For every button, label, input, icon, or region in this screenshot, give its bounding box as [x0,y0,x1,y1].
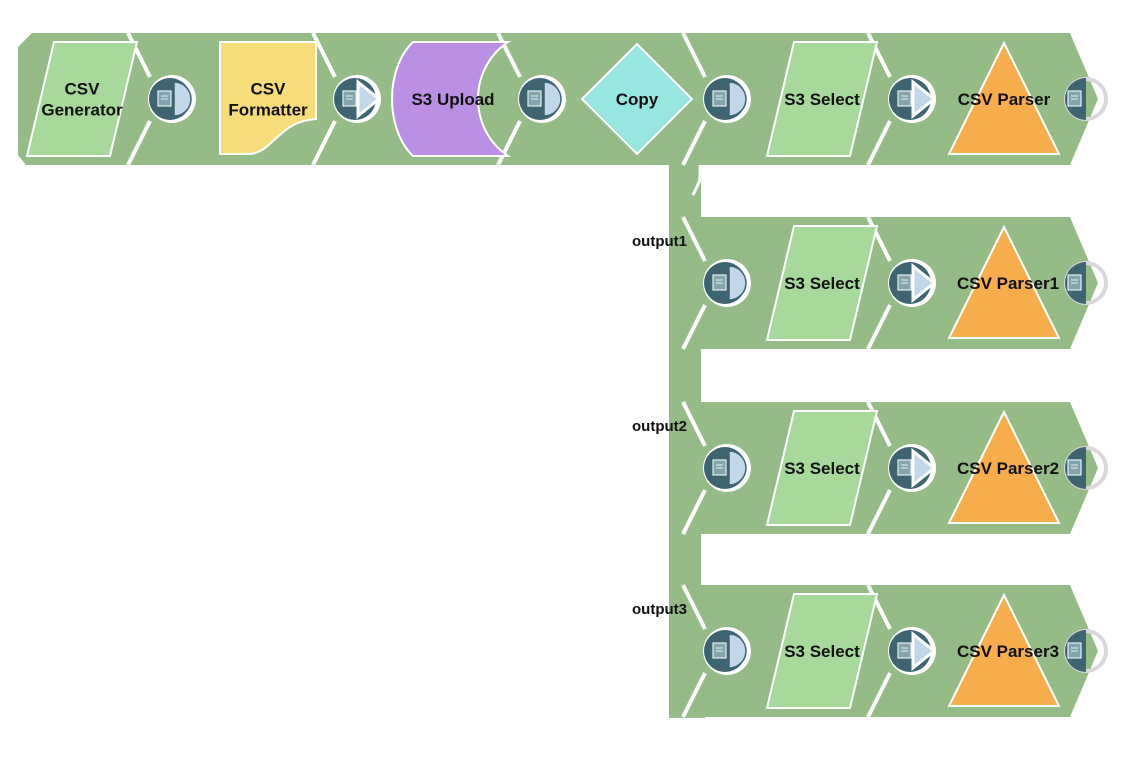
snap-label-copy: Copy [616,90,659,109]
snap-s3-upload[interactable] [391,41,512,157]
snap-label-csv-parser: CSV Parser [958,90,1051,109]
snap-label-s3-select-2: S3 Select [784,459,860,478]
snap-csv-formatter[interactable] [219,41,317,155]
output-label-3: output3 [632,601,687,618]
snap-label-csv-parser-2: CSV Parser2 [957,459,1059,478]
port-csv-parser-1[interactable] [1064,261,1108,305]
snap-s3-upload-shape [391,41,512,157]
snap-s3-select[interactable] [765,41,879,157]
snap-csv-parser-2[interactable] [947,409,1061,524]
port-csv-parser[interactable] [1064,77,1108,121]
port-copy-output2[interactable] [703,444,751,492]
snap-label-csv-generator-line: Generator [41,101,123,120]
branch-1-separator-in [681,216,707,350]
port-s3-select[interactable] [888,75,937,123]
port-s3-select-1-arrow [911,262,937,304]
branch-1-separator-mid [866,216,892,350]
pipeline-snaps: CSV Generator CSV Formatter S3 Upload Copy S3 … [25,40,1108,709]
port-csv-parser-3[interactable] [1064,629,1108,673]
snap-label-s3-upload-line: S3 Upload [411,90,494,109]
port-s3-select-2[interactable] [888,444,937,492]
port-csv-formatter-arrow [356,78,382,120]
trunk-edge [691,165,702,196]
snap-label-csv-formatter-line: CSV [251,80,287,99]
snap-csv-generator[interactable] [25,41,139,157]
snap-csv-parser[interactable] [947,40,1061,155]
port-copy-output2-semicircle [728,450,747,486]
branch-2-separator-mid [866,401,892,535]
snap-label-csv-formatter-line: Formatter [228,101,308,120]
port-copy[interactable] [703,75,751,123]
port-copy-output1[interactable] [703,259,751,307]
output-label-1: output1 [632,233,687,250]
main-separator-5 [866,32,892,166]
port-csv-generator-semicircle [173,81,192,117]
snap-label-s3-select-2-line: S3 Select [784,459,860,478]
snap-label-s3-select-3: S3 Select [784,642,860,661]
snap-csv-parser-2-shape [947,409,1061,524]
main-separator-1 [126,32,152,166]
snap-csv-parser-3-shape [947,592,1061,707]
snap-label-csv-parser-1-line: CSV Parser1 [957,274,1059,293]
snap-copy[interactable] [580,42,694,156]
port-copy-semicircle [728,81,747,117]
snap-label-csv-formatter: CSV Formatter [228,80,308,120]
port-s3-select-1[interactable] [888,259,937,307]
snap-csv-parser-1-shape [947,224,1061,339]
snap-csv-generator-shape [25,41,139,157]
port-s3-select-3-arrow [911,630,937,672]
port-s3-select-3[interactable] [888,627,937,675]
snap-label-csv-parser-1: CSV Parser1 [957,274,1059,293]
snap-label-s3-select-1-line: S3 Select [784,274,860,293]
snap-copy-shape [580,42,694,156]
snap-label-s3-select: S3 Select [784,90,860,109]
port-csv-generator[interactable] [148,75,196,123]
snap-label-s3-select-3-line: S3 Select [784,642,860,661]
snap-csv-formatter-shape [219,41,317,155]
snap-label-copy-line: Copy [616,90,659,109]
branch-trunk [669,163,701,718]
snap-label-csv-generator-line: CSV [65,80,101,99]
snap-s3-select-2[interactable] [765,410,879,526]
snap-label-csv-parser-3-line: CSV Parser3 [957,642,1059,661]
snap-s3-select-1-shape [765,225,879,341]
snap-label-csv-parser-3: CSV Parser3 [957,642,1059,661]
snap-csv-parser-shape [947,40,1061,155]
main-separator-4 [681,32,707,166]
branch-2-separator-in [681,401,707,535]
port-copy-output1-semicircle [728,265,747,301]
main-separator-3 [496,32,522,166]
snap-s3-select-2-shape [765,410,879,526]
port-s3-select-2-arrow [911,447,937,489]
snap-s3-select-shape [765,41,879,157]
port-s3-upload[interactable] [518,75,566,123]
output-label-2: output2 [632,418,687,435]
port-csv-formatter[interactable] [333,75,382,123]
snap-s3-select-3-shape [765,593,879,709]
port-s3-select-arrow [911,78,937,120]
snap-label-s3-upload: S3 Upload [411,90,494,109]
snap-label-s3-select-1: S3 Select [784,274,860,293]
snap-label-csv-parser-line: CSV Parser [958,90,1051,109]
port-copy-output3-semicircle [728,633,747,669]
port-copy-output3[interactable] [703,627,751,675]
snap-label-csv-parser-2-line: CSV Parser2 [957,459,1059,478]
snap-s3-select-1[interactable] [765,225,879,341]
pipeline-bands [18,32,1098,718]
port-s3-upload-semicircle [543,81,562,117]
snap-label-s3-select-line: S3 Select [784,90,860,109]
main-separator-2 [311,32,337,166]
port-csv-parser-2[interactable] [1064,446,1108,490]
snap-csv-parser-3[interactable] [947,592,1061,707]
branch-3-separator-mid [866,584,892,718]
snap-label-csv-generator: CSV Generator [41,80,123,120]
snap-s3-select-3[interactable] [765,593,879,709]
snap-csv-parser-1[interactable] [947,224,1061,339]
branch-3-separator-in [681,584,707,718]
